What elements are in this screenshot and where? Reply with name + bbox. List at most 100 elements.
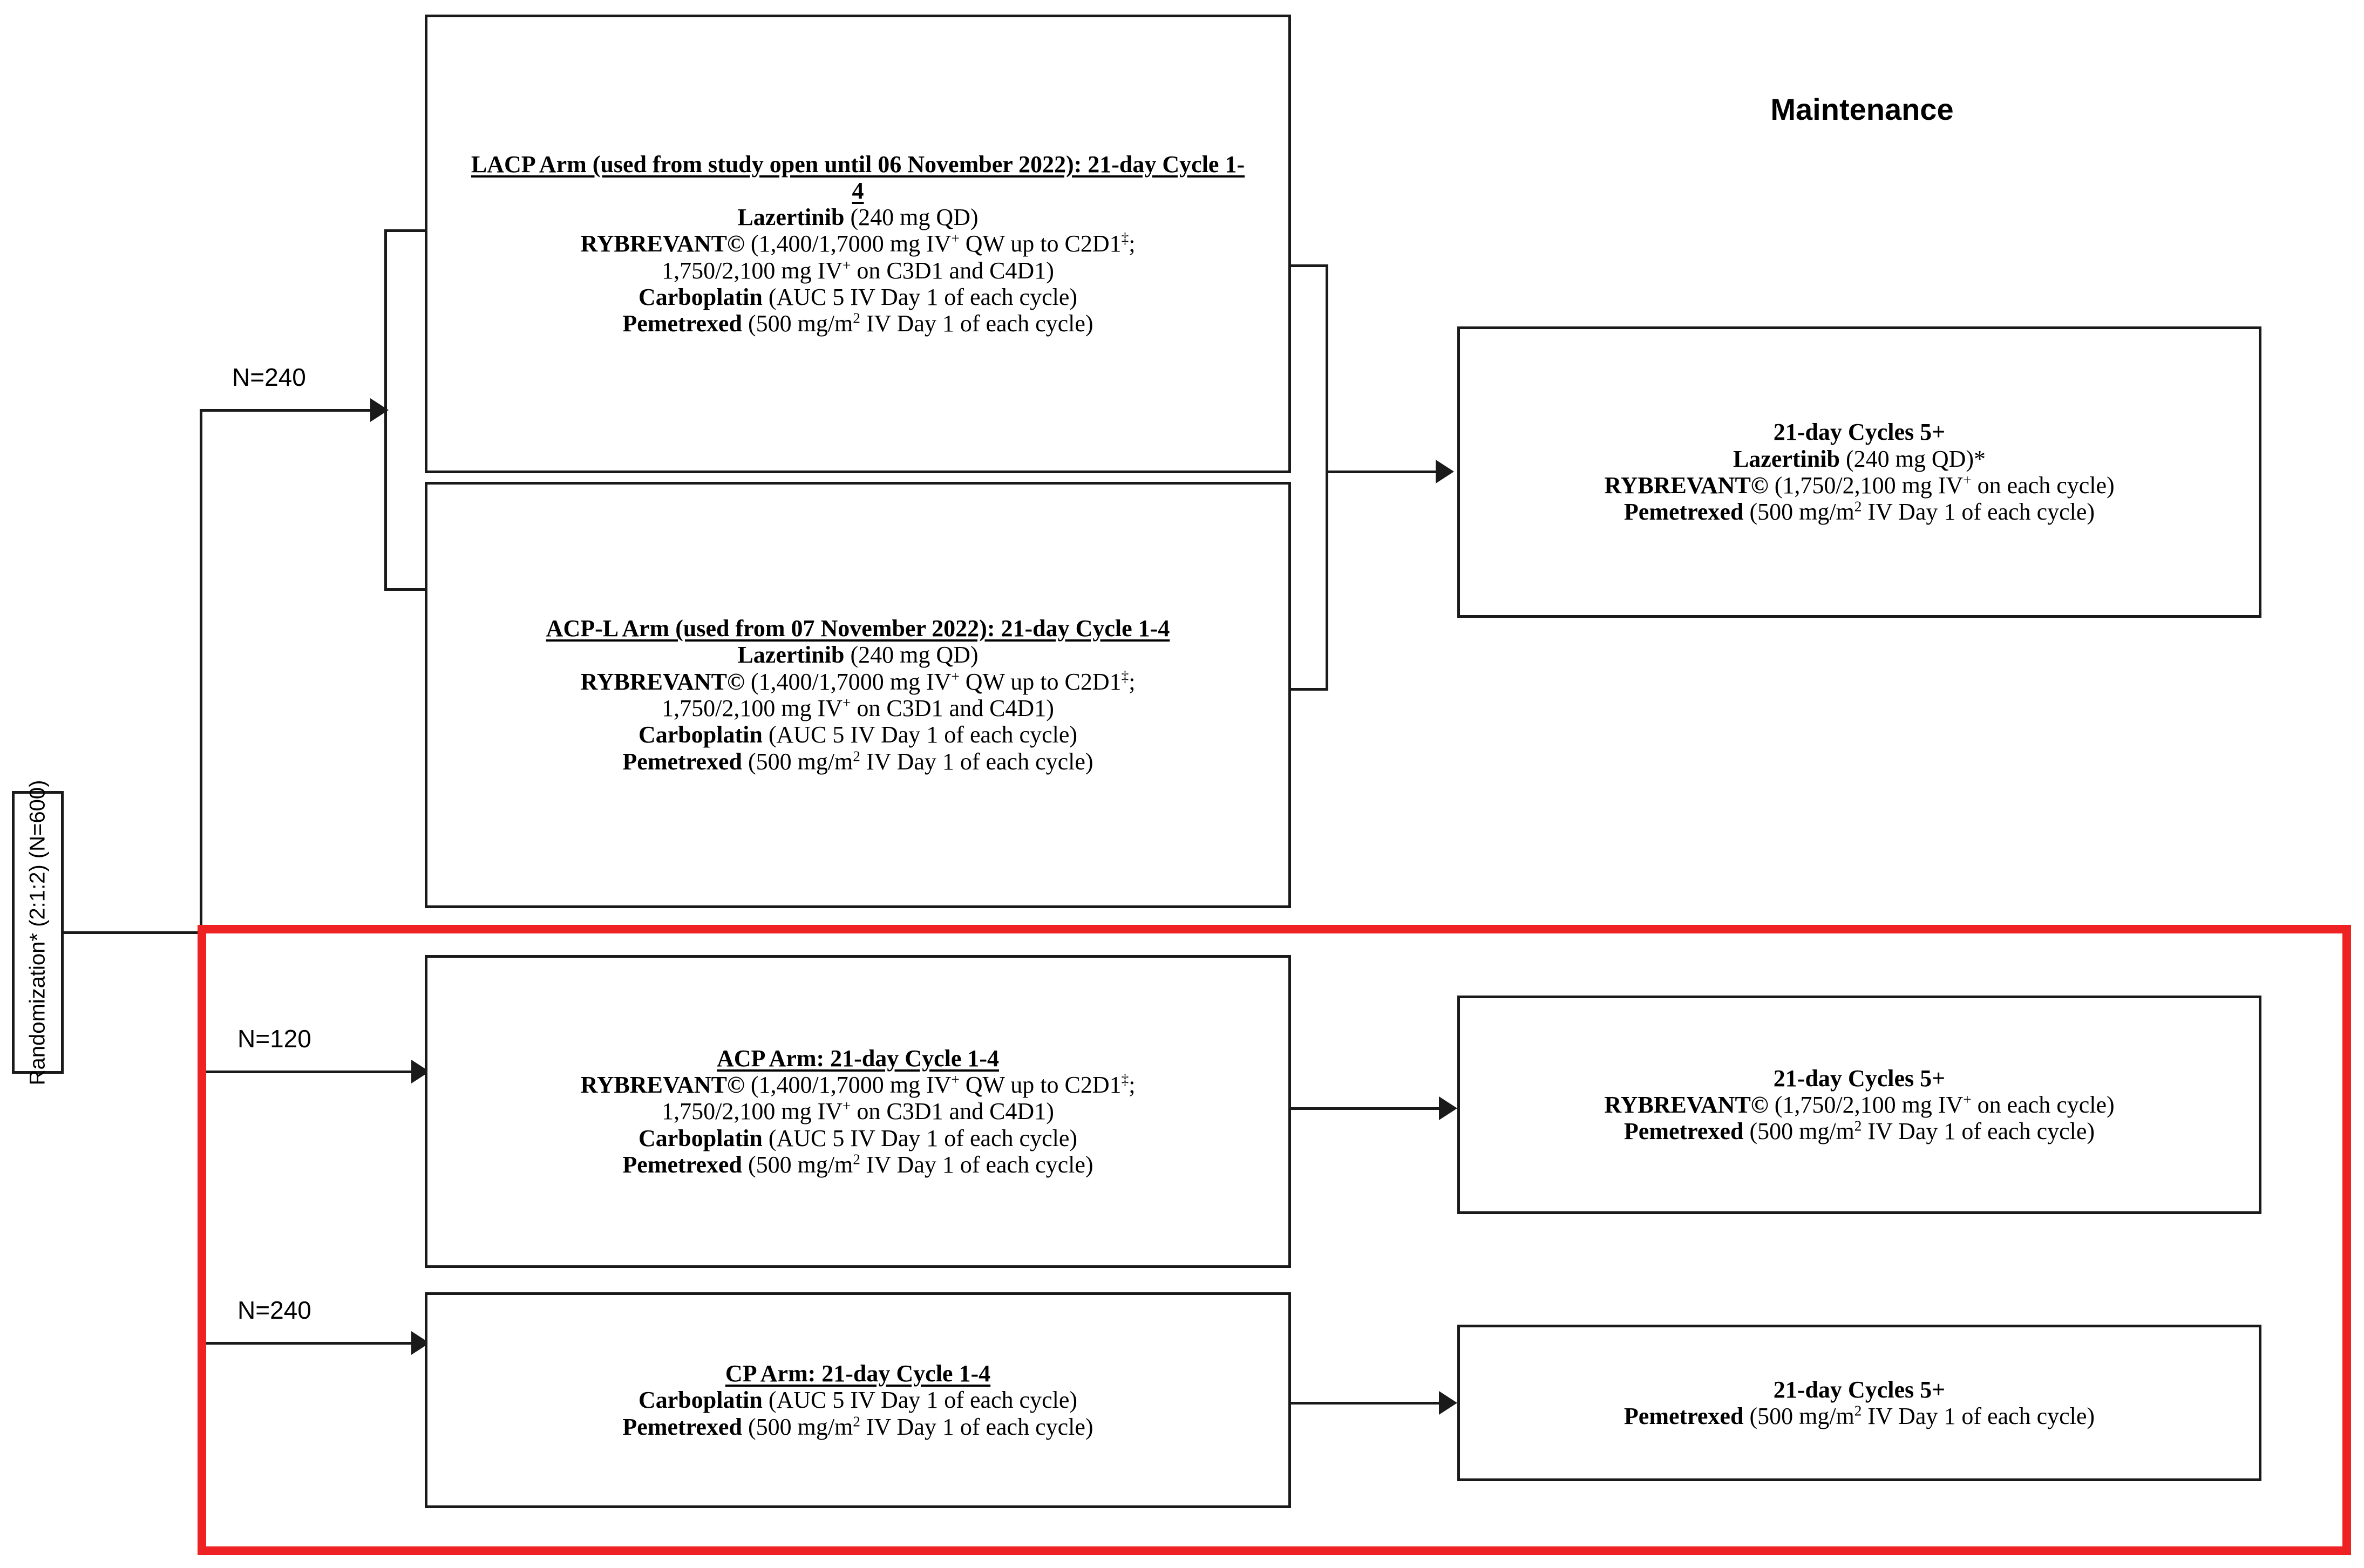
drug-name: Carboplatin [638, 1124, 763, 1151]
connector-cp-to-maint [1289, 1402, 1443, 1405]
drug-name: Carboplatin [638, 1387, 763, 1414]
drug-detail: (1,750/2,100 mg IV+ on each cycle) [1768, 1091, 2115, 1118]
drug-name: RYBREVANT© [1604, 472, 1769, 499]
arm-box-cp: CP Arm: 21-day Cycle 1-4 Carboplatin (AU… [425, 1292, 1291, 1508]
arm-line: Pemetrexed (500 mg/m2 IV Day 1 of each c… [622, 1151, 1093, 1178]
drug-name: RYBREVANT© [580, 668, 745, 695]
connector-branch-cp [200, 1342, 416, 1345]
drug-detail: (240 mg QD) [844, 204, 979, 231]
drug-name: Carboplatin [638, 283, 763, 310]
connector-right-bracket-bottom [1287, 688, 1328, 691]
arm-line: RYBREVANT© (1,400/1,7000 mg IV+ QW up to… [580, 669, 1135, 695]
maintenance-line: Pemetrexed (500 mg/m2 IV Day 1 of each c… [1624, 499, 2095, 525]
randomization-box: Randomization* (2:1:2) (N=600) [12, 780, 64, 1085]
arm-line: Pemetrexed (500 mg/m2 IV Day 1 of each c… [622, 1414, 1093, 1440]
arm-line: Carboplatin (AUC 5 IV Day 1 of each cycl… [638, 1125, 1077, 1151]
maintenance-header: 21-day Cycles 5+ [1773, 419, 1946, 446]
drug-name: Pemetrexed [622, 748, 742, 775]
maintenance-box-lacp-acpl: 21-day Cycles 5+ Lazertinib (240 mg QD)*… [1457, 326, 2261, 618]
arm-box-lacp: LACP Arm (used from study open until 06 … [425, 15, 1291, 473]
arm-header-lacp: LACP Arm (used from study open until 06 … [471, 151, 1245, 204]
drug-name: Lazertinib [737, 204, 845, 231]
drug-detail: 1,750/2,100 mg IV+ on C3D1 and C4D1) [662, 1097, 1054, 1125]
connector-branch-acp [200, 1071, 416, 1073]
drug-detail: (1,400/1,7000 mg IV+ QW up to C2D1‡; [744, 1071, 1136, 1099]
drug-detail: (500 mg/m2 IV Day 1 of each cycle) [1743, 1117, 2095, 1145]
arm-line: Pemetrexed (500 mg/m2 IV Day 1 of each c… [622, 748, 1093, 775]
arm-header-cp: CP Arm: 21-day Cycle 1-4 [725, 1360, 991, 1387]
drug-name: Lazertinib [737, 642, 845, 669]
connector-left-bracket-top [384, 229, 427, 232]
drug-detail: (500 mg/m2 IV Day 1 of each cycle) [742, 310, 1093, 337]
arm-header-acpl: ACP-L Arm (used from 07 November 2022): … [546, 615, 1170, 642]
drug-detail: (AUC 5 IV Day 1 of each cycle) [762, 283, 1078, 310]
connector-branch-top [200, 409, 372, 412]
arm-line: Carboplatin (AUC 5 IV Day 1 of each cycl… [638, 1387, 1077, 1413]
drug-detail: (500 mg/m2 IV Day 1 of each cycle) [742, 1151, 1093, 1178]
drug-name: RYBREVANT© [1604, 1091, 1769, 1118]
flow-label-n120: N=120 [237, 1025, 311, 1053]
drug-detail: (500 mg/m2 IV Day 1 of each cycle) [1743, 498, 2095, 526]
maintenance-line: Pemetrexed (500 mg/m2 IV Day 1 of each c… [1624, 1403, 2095, 1429]
arm-line: RYBREVANT© (1,400/1,7000 mg IV+ QW up to… [580, 1072, 1135, 1098]
connector-right-bracket-top [1287, 264, 1328, 267]
arm-line: 1,750/2,100 mg IV+ on C3D1 and C4D1) [662, 695, 1054, 721]
drug-detail: (240 mg QD) [844, 642, 979, 669]
drug-name: Lazertinib [1733, 445, 1840, 472]
drug-detail: (AUC 5 IV Day 1 of each cycle) [762, 721, 1078, 748]
connector-main-trunk [200, 410, 202, 1344]
maintenance-line: Pemetrexed (500 mg/m2 IV Day 1 of each c… [1624, 1118, 2095, 1144]
connector-to-maint-top [1326, 471, 1439, 473]
arrowhead-maint-acp [1439, 1096, 1457, 1120]
drug-name: RYBREVANT© [580, 1072, 745, 1099]
drug-name: RYBREVANT© [580, 230, 745, 257]
connector-acp-to-maint [1289, 1107, 1443, 1110]
arm-line: Pemetrexed (500 mg/m2 IV Day 1 of each c… [622, 310, 1093, 337]
drug-name: Pemetrexed [622, 1413, 742, 1440]
arm-line: Carboplatin (AUC 5 IV Day 1 of each cycl… [638, 284, 1077, 310]
drug-name: Pemetrexed [622, 310, 742, 337]
flow-label-n240-bottom: N=240 [237, 1296, 311, 1324]
arm-header-acp: ACP Arm: 21-day Cycle 1-4 [716, 1045, 999, 1072]
maintenance-box-acp: 21-day Cycles 5+ RYBREVANT© (1,750/2,100… [1457, 996, 2261, 1214]
drug-detail: (500 mg/m2 IV Day 1 of each cycle) [1743, 1402, 2095, 1429]
drug-name: Pemetrexed [1623, 1403, 1744, 1429]
drug-detail: (1,750/2,100 mg IV+ on each cycle) [1768, 472, 2115, 499]
randomization-label: Randomization* (2:1:2) (N=600) [25, 780, 50, 1085]
arm-line: RYBREVANT© (1,400/1,7000 mg IV+ QW up to… [580, 230, 1135, 257]
drug-detail: (500 mg/m2 IV Day 1 of each cycle) [742, 747, 1093, 775]
arm-line: Lazertinib (240 mg QD) [737, 642, 978, 668]
drug-name: Pemetrexed [1623, 1118, 1744, 1145]
arm-line: 1,750/2,100 mg IV+ on C3D1 and C4D1) [662, 1098, 1054, 1124]
connector-randomization-stub [64, 931, 202, 934]
arm-line: Carboplatin (AUC 5 IV Day 1 of each cycl… [638, 721, 1077, 748]
drug-detail: 1,750/2,100 mg IV+ on C3D1 and C4D1) [662, 694, 1054, 721]
maintenance-title: Maintenance [1770, 92, 1954, 126]
connector-left-bracket-bottom [384, 588, 427, 591]
drug-detail: (500 mg/m2 IV Day 1 of each cycle) [742, 1413, 1093, 1440]
drug-detail: (240 mg QD)* [1839, 445, 1986, 472]
arrowhead-maint-top [1436, 460, 1454, 483]
arm-box-acpl: ACP-L Arm (used from 07 November 2022): … [425, 482, 1291, 908]
drug-detail: (AUC 5 IV Day 1 of each cycle) [762, 1387, 1078, 1414]
maintenance-line: RYBREVANT© (1,750/2,100 mg IV+ on each c… [1604, 1092, 2114, 1118]
connector-left-bracket-vertical [384, 229, 387, 591]
connector-right-bracket-vertical [1326, 264, 1328, 691]
flow-label-n240-top: N=240 [232, 363, 306, 391]
maintenance-header: 21-day Cycles 5+ [1773, 1065, 1946, 1092]
arm-box-acp: ACP Arm: 21-day Cycle 1-4 RYBREVANT© (1,… [425, 955, 1291, 1268]
drug-name: Pemetrexed [1623, 499, 1744, 526]
drug-detail: 1,750/2,100 mg IV+ on C3D1 and C4D1) [662, 256, 1054, 284]
drug-detail: (1,400/1,7000 mg IV+ QW up to C2D1‡; [744, 668, 1136, 695]
drug-name: Carboplatin [638, 721, 763, 748]
drug-detail: (AUC 5 IV Day 1 of each cycle) [762, 1124, 1078, 1151]
arm-line: Lazertinib (240 mg QD) [737, 204, 978, 230]
maintenance-box-cp: 21-day Cycles 5+ Pemetrexed (500 mg/m2 I… [1457, 1325, 2261, 1481]
drug-name: Pemetrexed [622, 1151, 742, 1178]
maintenance-line: RYBREVANT© (1,750/2,100 mg IV+ on each c… [1604, 472, 2114, 499]
arrowhead-maint-cp [1439, 1391, 1457, 1415]
maintenance-line: Lazertinib (240 mg QD)* [1733, 446, 1986, 472]
drug-detail: (1,400/1,7000 mg IV+ QW up to C2D1‡; [744, 230, 1136, 257]
arm-line: 1,750/2,100 mg IV+ on C3D1 and C4D1) [662, 257, 1054, 284]
